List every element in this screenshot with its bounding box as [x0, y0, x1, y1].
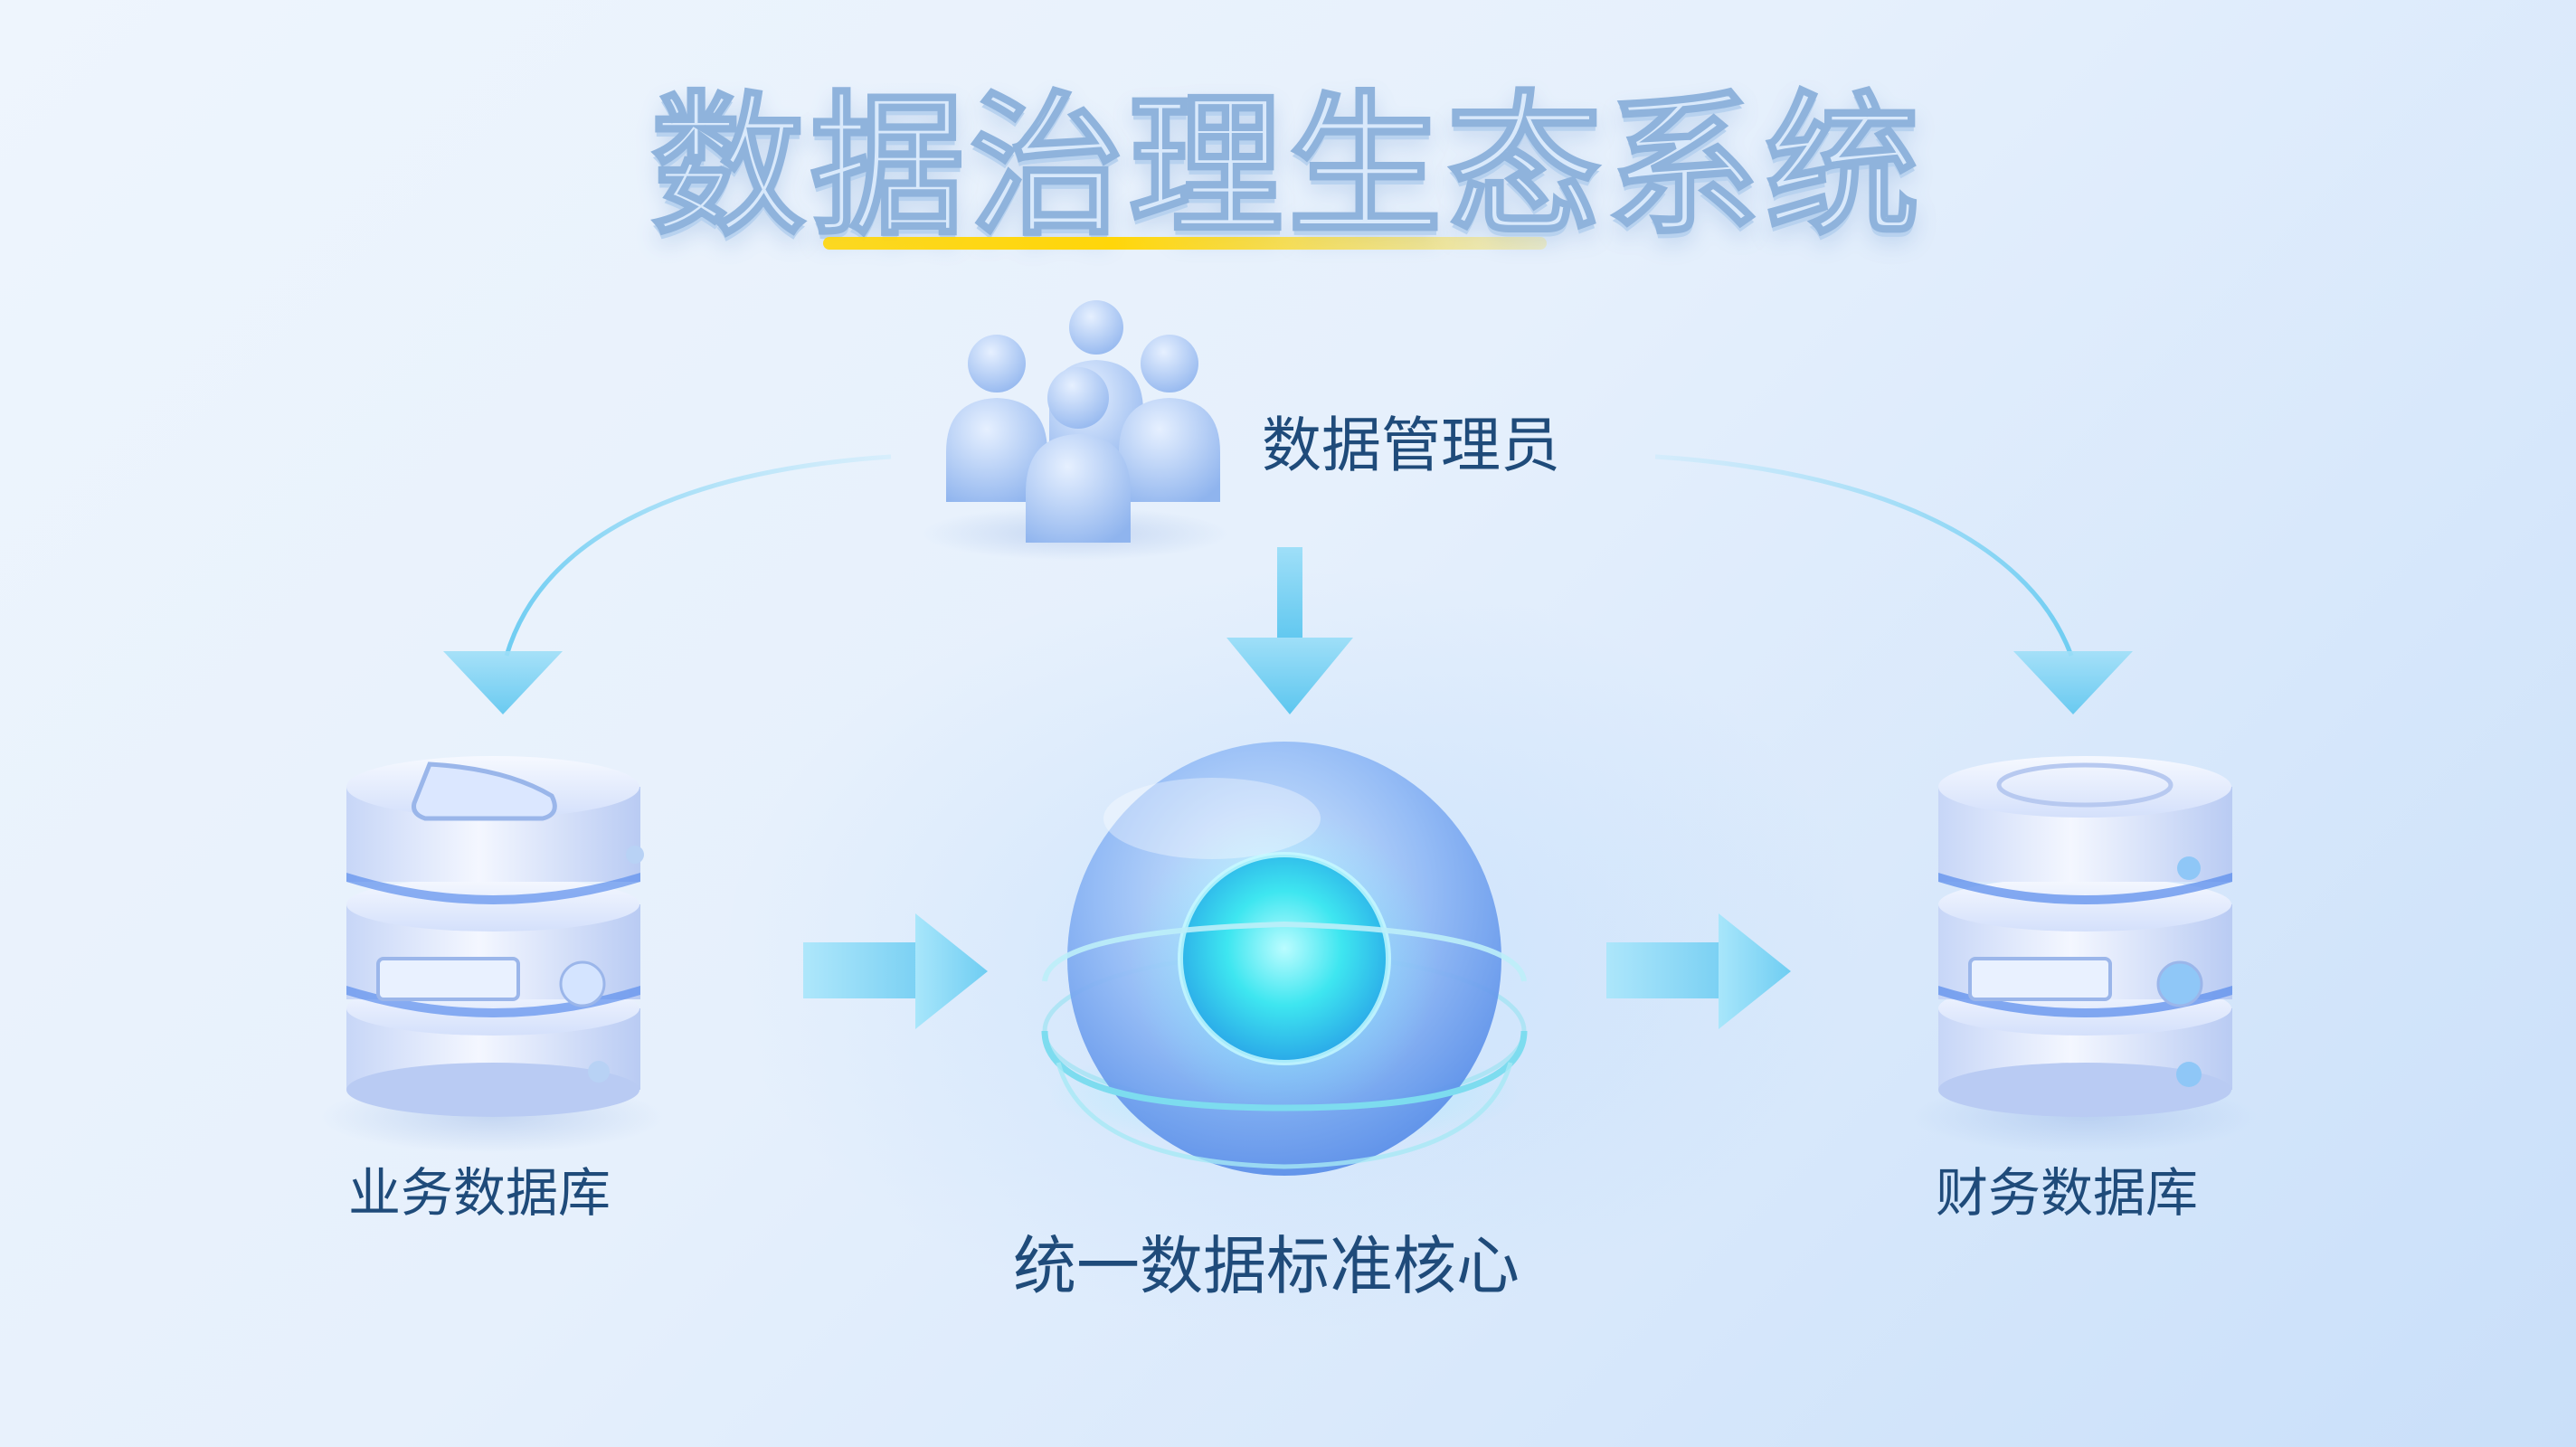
arrow-admin-to-business	[443, 454, 892, 714]
people-group-icon	[923, 300, 1230, 561]
business-database-label: 业务数据库	[348, 1162, 611, 1224]
finance-database-label: 财务数据库	[1936, 1162, 2199, 1224]
core-label: 统一数据标准核心	[1013, 1229, 1520, 1303]
glass-sphere-icon	[1041, 742, 1528, 1176]
page-title: 数据治理生态系统	[649, 78, 1925, 257]
arrow-admin-to-finance	[1654, 454, 2133, 714]
arrow-admin-to-core	[1226, 547, 1353, 714]
finance-database-icon	[1913, 756, 2257, 1153]
admin-label: 数据管理员	[1262, 411, 1560, 480]
business-database-icon	[321, 756, 665, 1153]
arrow-business-to-core	[803, 913, 988, 1029]
arrow-core-to-finance	[1606, 913, 1791, 1029]
title-underline	[823, 237, 1547, 250]
